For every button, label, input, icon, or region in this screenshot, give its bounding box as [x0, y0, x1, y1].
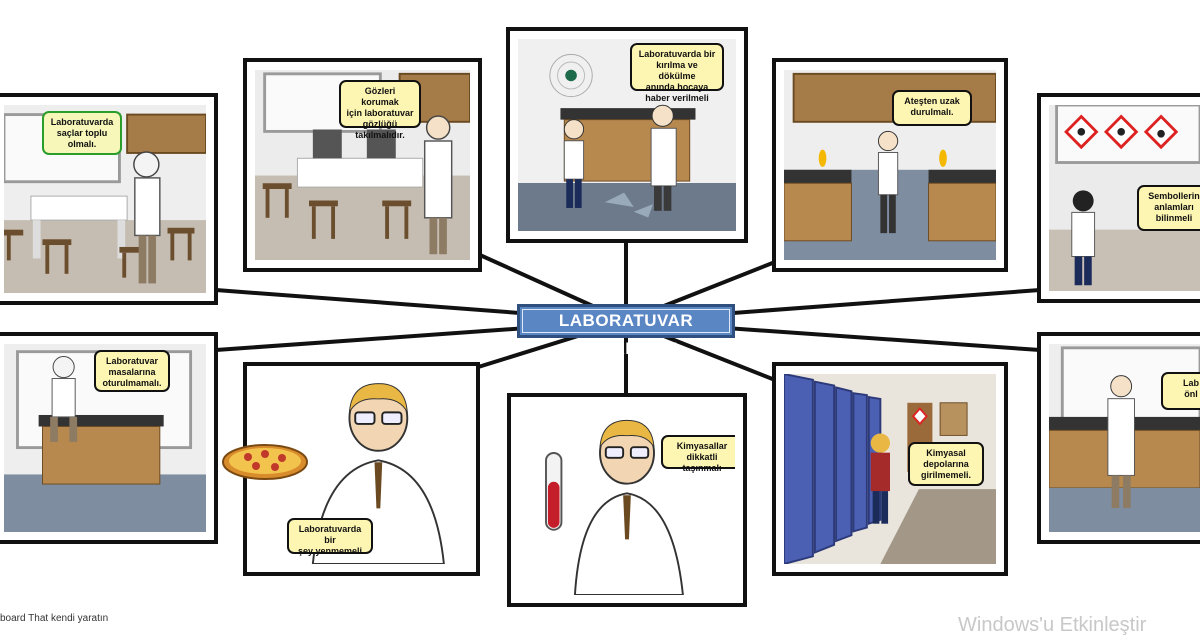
lab-scene: Sembollerin anlamları bilinmeli	[1049, 105, 1200, 291]
hazard-sign-icon	[911, 407, 928, 426]
panel-symbols-rule: Sembollerin anlamları bilinmeli	[1037, 93, 1200, 303]
lab-scene: Gözleri korumak için laboratuvar gözlüğü…	[255, 70, 470, 260]
scientist-figure	[50, 355, 78, 442]
lab-scene: Ateşten uzak durulmalı.	[784, 70, 996, 260]
speech-bubble: Laboratuvarda bir kırılma ve dökülme anı…	[630, 43, 724, 103]
panel-fire-rule: Ateşten uzak durulmalı.	[772, 58, 1008, 272]
panel-storage-rule: Kimyasal depolarına girilmemeli.	[772, 362, 1008, 576]
speech-bubble: Gözleri korumak için laboratuvar gözlüğü…	[339, 80, 421, 140]
footer-credit: board That kendi yaratın	[0, 613, 109, 624]
scientist-figure	[573, 419, 684, 595]
scientist-figure	[423, 115, 453, 255]
speech-bubble: Laboratuvar masalarına oturulmamalı.	[94, 350, 170, 392]
panel-goggles-rule: Gözleri korumak için laboratuvar gözlüğü…	[243, 58, 482, 272]
lab-scene: Kimyasal depolarına girilmemeli.	[784, 374, 996, 564]
speech-bubble: Laboratuvarda saçlar toplu olmalı.	[42, 111, 122, 155]
speech-bubble: Kimyasal depolarına girilmemeli.	[908, 442, 984, 486]
student-figure	[563, 119, 585, 208]
lab-illustration	[1049, 344, 1200, 532]
pizza-icon	[222, 444, 308, 480]
diagram-center-title: LABORATUVAR KURALLARI	[517, 304, 735, 358]
test-tube-icon	[545, 452, 563, 531]
speech-bubble: Ateşten uzak durulmalı.	[892, 90, 972, 126]
panel-partial-rule: Lab önl	[1037, 332, 1200, 544]
broken-glass-icon	[604, 192, 654, 218]
scientist-figure	[133, 151, 161, 284]
teacher-figure	[650, 104, 677, 211]
speech-bubble: Kimyasallar dikkatli taşınmalı	[661, 435, 735, 473]
center-title-text: LABORATUVAR KURALLARI	[558, 311, 694, 358]
student-figure	[1071, 190, 1096, 286]
lab-scene: Laboratuvarda bir kırılma ve dökülme anı…	[518, 39, 736, 231]
lab-illustration	[519, 405, 735, 595]
panel-hair-rule: Laboratuvarda saçlar toplu olmalı.	[0, 93, 218, 305]
windows-activation-watermark: Windows'u Etkinleştir	[958, 614, 1147, 636]
speech-bubble: Sembollerin anlamları bilinmeli	[1137, 185, 1200, 231]
lab-scene: Lab önl	[1049, 344, 1200, 532]
panel-chemicals-rule: Kimyasallar dikkatli taşınmalı	[507, 393, 747, 607]
scientist-figure	[1107, 375, 1135, 509]
atom-model-icon	[549, 53, 593, 98]
lab-illustration	[1049, 105, 1200, 291]
lockers	[784, 374, 882, 564]
speech-bubble: Lab önl	[1161, 372, 1200, 410]
student-figure	[870, 433, 890, 524]
lab-scene: Laboratuvarda saçlar toplu olmalı.	[4, 105, 206, 293]
student-figure	[877, 130, 899, 234]
panel-tables-rule: Laboratuvar masalarına oturulmamalı.	[0, 332, 218, 544]
panel-breakage-rule: Laboratuvarda bir kırılma ve dökülme anı…	[506, 27, 748, 243]
lab-scene: Laboratuvar masalarına oturulmamalı.	[4, 344, 206, 532]
lab-illustration	[784, 374, 996, 564]
flame-icon	[818, 149, 947, 167]
lab-scene: Kimyasallar dikkatli taşınmalı	[519, 405, 735, 595]
speech-bubble: Laboratuvarda bir şey yenmemeli	[287, 518, 373, 556]
title-inner-border	[522, 309, 730, 333]
